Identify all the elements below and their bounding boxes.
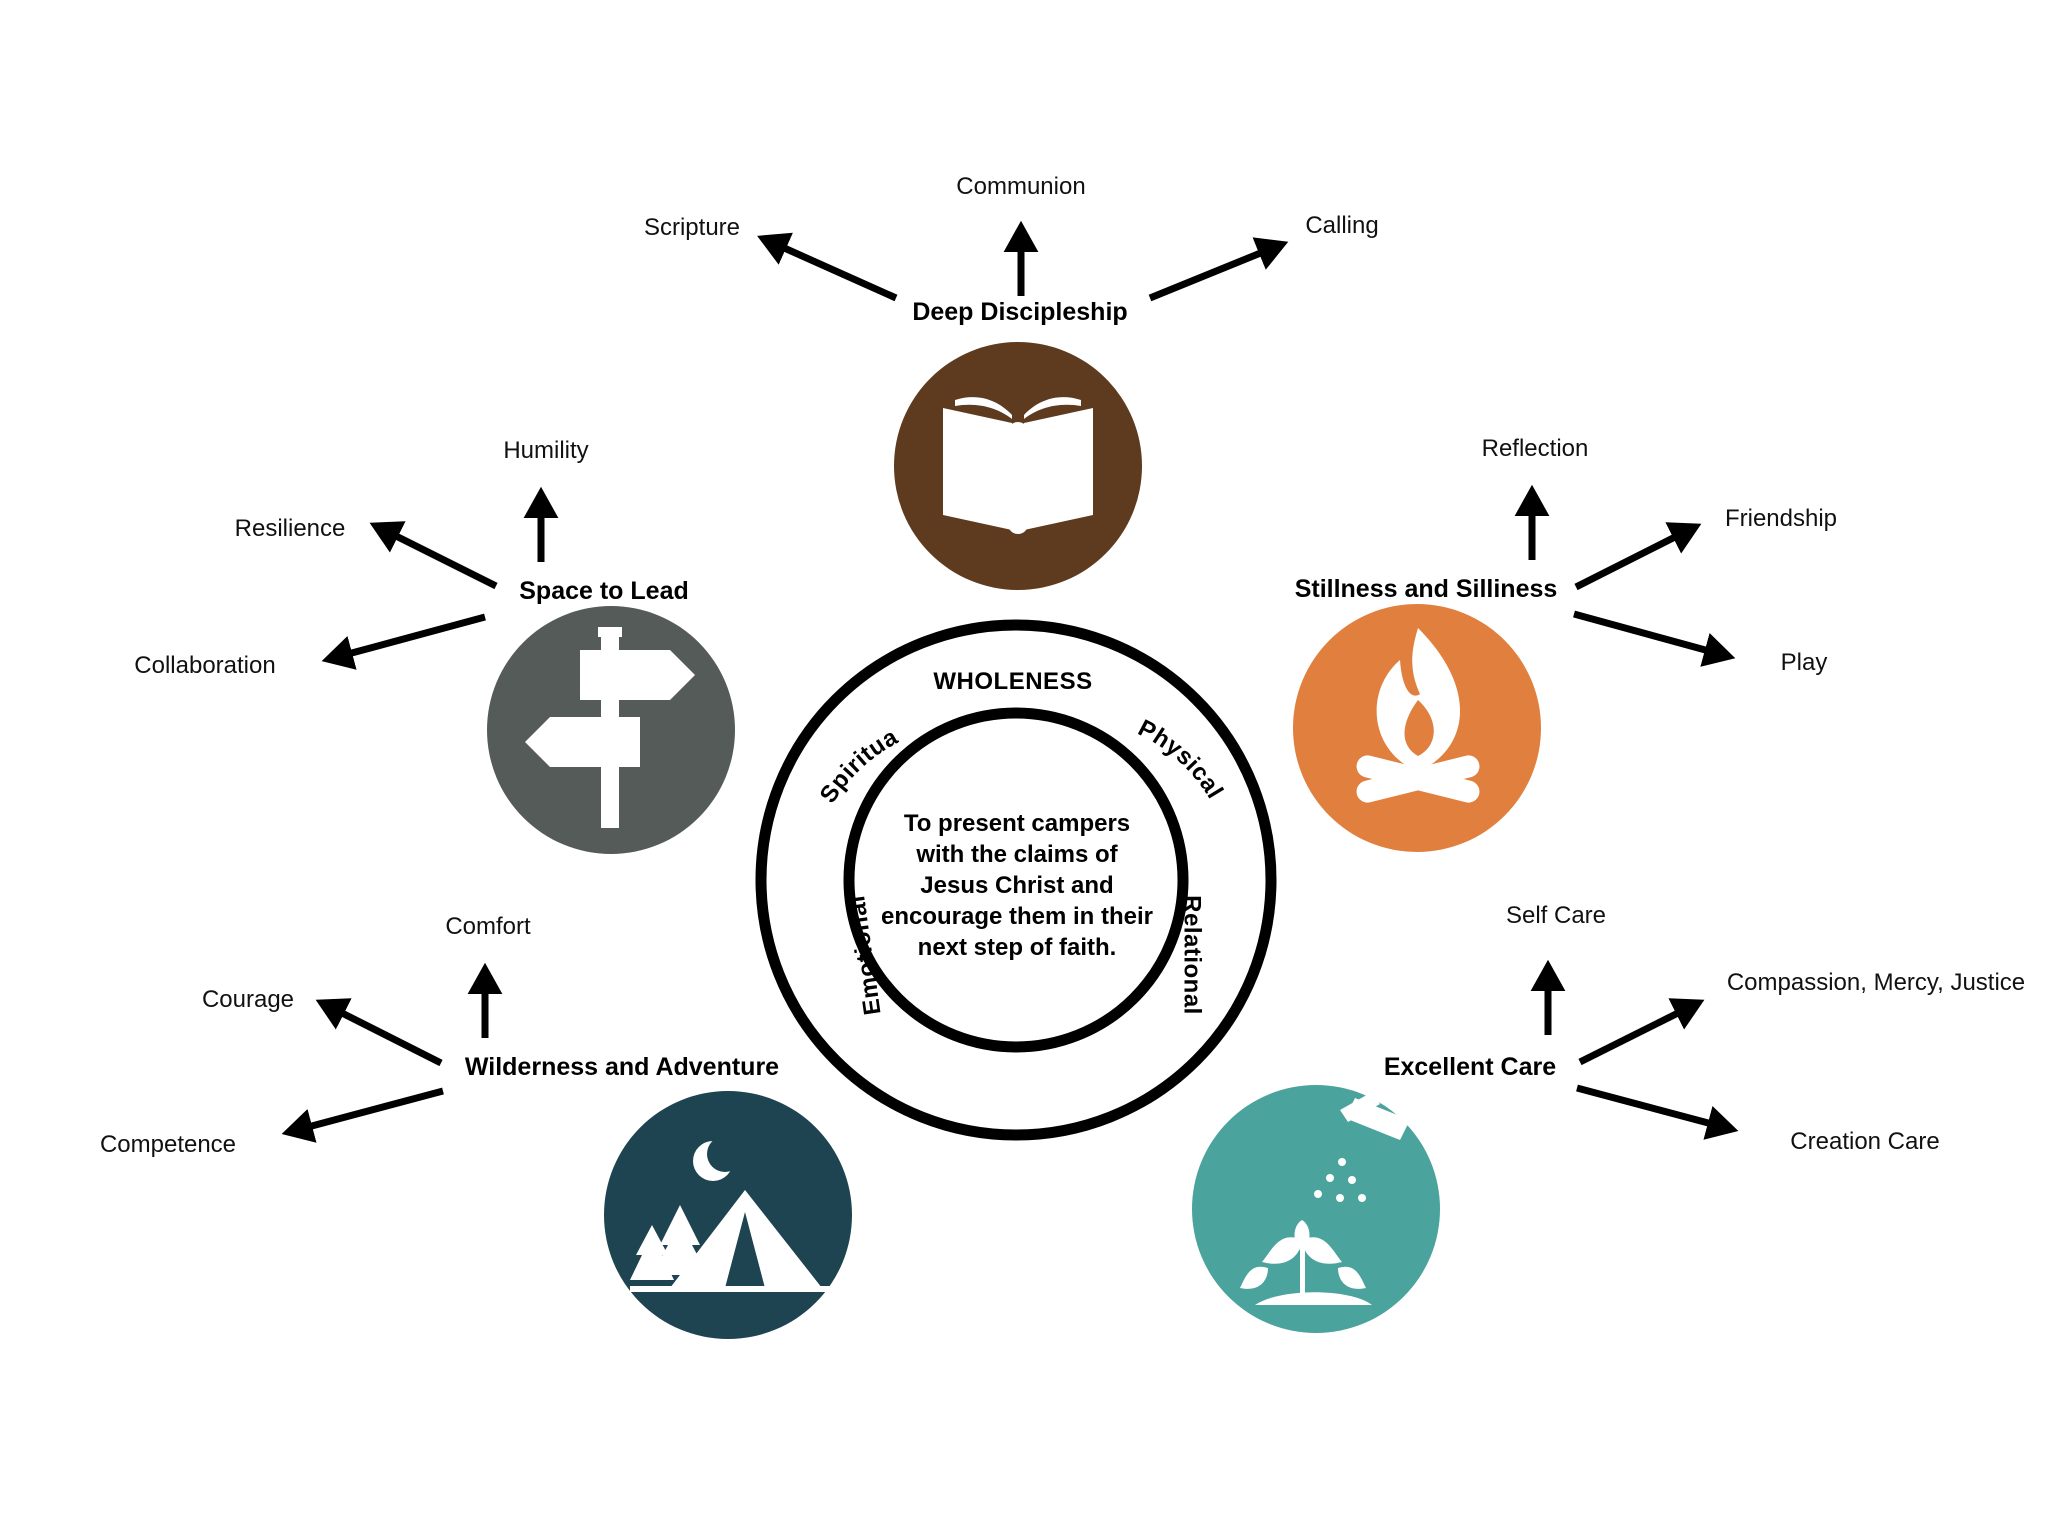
mission-line: next step of faith. [918,934,1117,961]
dimension-spiritual: Spiritual [0,0,903,808]
pillar-title: Space to Lead [519,577,689,605]
mission-line: encourage them in their [881,903,1153,930]
outcome-label: Competence [100,1131,236,1158]
outcome-label: Resilience [235,515,346,542]
outcome-label: Calling [1305,212,1378,239]
open-book-icon [894,342,1142,590]
outcome-label: Reflection [1482,435,1589,462]
outcome-label: Creation Care [1790,1128,1939,1155]
pillar-deep-discipleship: Deep Discipleship Scripture Communion Ca… [644,173,1379,590]
outcome-label: Courage [202,986,294,1013]
arrow-left [315,998,443,1067]
wholeness-heading: WHOLENESS [933,668,1092,695]
pillar-stillness-silliness: Stillness and Silliness Reflection Frien… [1293,435,1837,852]
arrow-left [757,232,898,302]
outcome-label: Humility [503,437,588,464]
arrow-left-low [321,613,486,670]
outcome-label: Collaboration [134,652,275,679]
watering-can-icon [1192,1085,1440,1333]
arrow-right [1574,522,1702,591]
outcome-label: Comfort [445,913,531,940]
campfire-icon [1293,604,1541,852]
pillar-space-to-lead: Space to Lead Humility Resilience Collab… [134,437,735,854]
mission-statement: To present campers with the claims of Je… [881,810,1153,961]
outcome-label: Self Care [1506,902,1606,929]
outcome-label: Play [1781,649,1828,676]
outcome-label: Communion [956,173,1085,200]
tent-moon-icon [604,1091,852,1339]
arrow-left [369,521,498,590]
outcome-label: Scripture [644,214,740,241]
pillar-excellent-care: Excellent Care Self Care Compassion, Mer… [1192,902,2025,1333]
pillar-title: Wilderness and Adventure [465,1053,779,1081]
dimension-relational: Relational [1179,895,1206,1015]
outcome-label: Friendship [1725,505,1837,532]
pillar-title: Deep Discipleship [912,298,1127,326]
pillar-title: Excellent Care [1384,1053,1556,1081]
arrow-right [1148,237,1289,302]
mission-line: with the claims of [915,841,1118,868]
outcome-label: Compassion, Mercy, Justice [1727,969,2025,996]
outer-ring [755,619,1277,1141]
pillar-title: Stillness and Silliness [1295,575,1558,603]
arrow-right [1578,998,1705,1066]
arrow-left-low [281,1087,444,1143]
mission-line: To present campers [904,810,1130,837]
inner-ring [843,707,1189,1053]
arrow-right-low [1576,1084,1739,1140]
signpost-icon [487,606,735,854]
pillar-wilderness-adventure: Wilderness and Adventure Comfort Courage… [100,913,852,1339]
arrow-right-low [1573,610,1736,667]
mission-line: Jesus Christ and [920,872,1113,899]
